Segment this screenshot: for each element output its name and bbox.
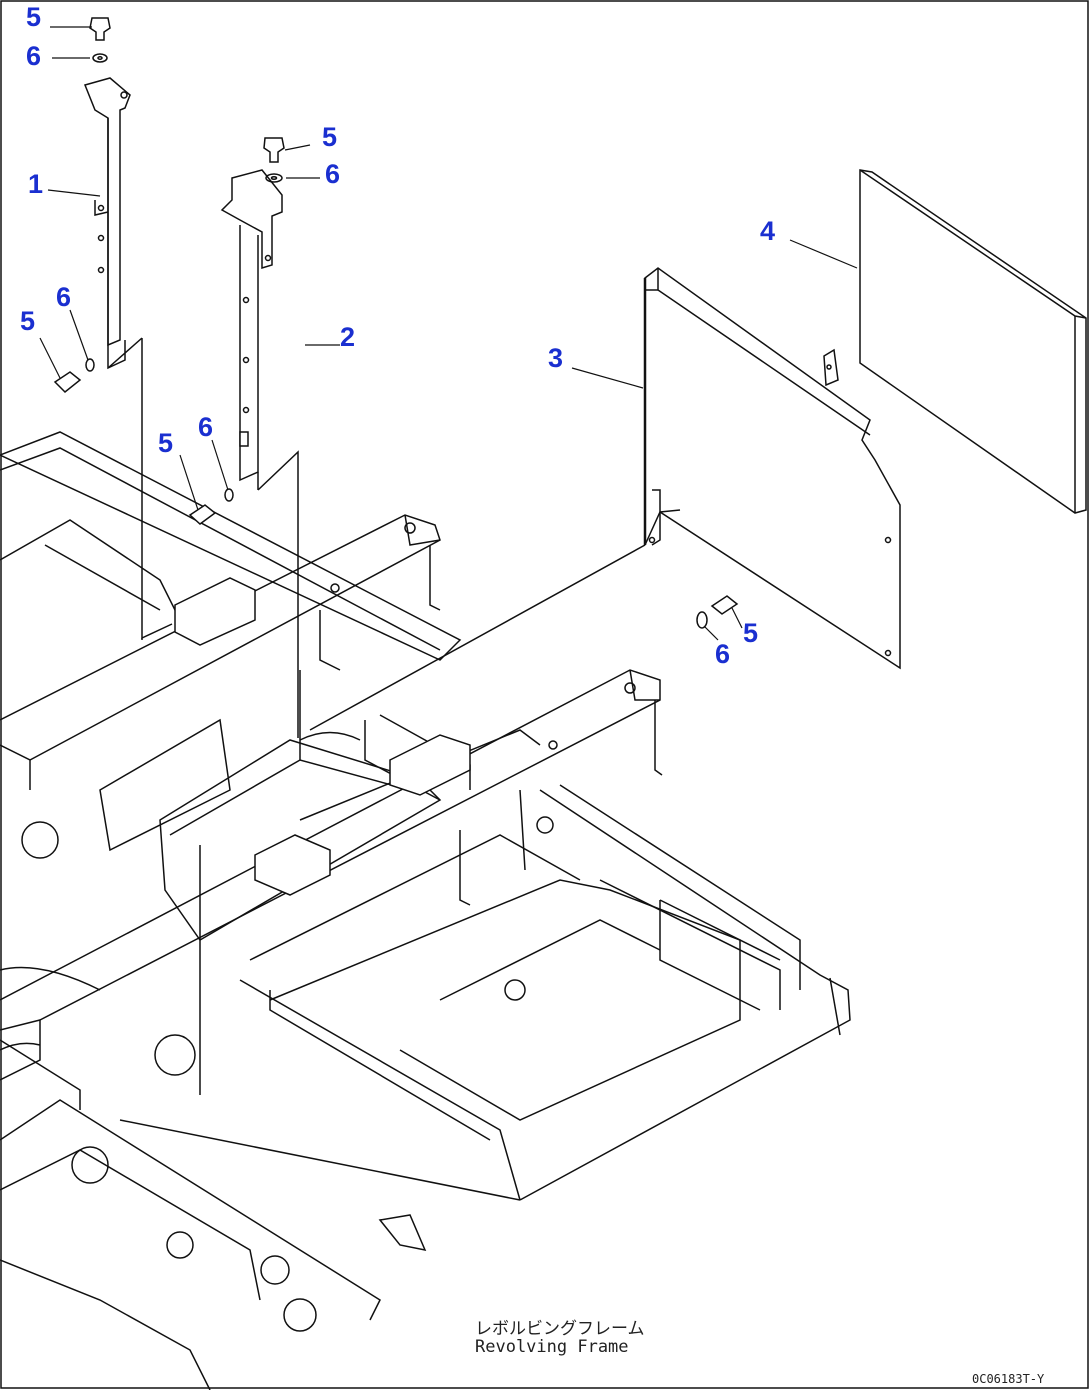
callout-5: 5 (158, 428, 173, 458)
leader-lines (39, 26, 858, 641)
callout-5: 5 (743, 618, 758, 648)
callout-labels: 5 6 1 5 6 2 5 6 5 6 4 3 5 6 (20, 2, 775, 669)
part-2-cover (220, 169, 299, 738)
frame-caption: レボルビングフレーム Revolving Frame (475, 1319, 645, 1357)
callout-4: 4 (760, 216, 775, 246)
alignment-lines (141, 544, 646, 1095)
part-4-panel (859, 169, 1087, 514)
revolving-frame (0, 431, 851, 1390)
callout-6: 6 (198, 412, 213, 442)
caption-english: Revolving Frame (475, 1337, 629, 1357)
part-1-cover (83, 77, 173, 640)
callout-5: 5 (26, 2, 41, 32)
callout-6: 6 (325, 159, 340, 189)
callout-6: 6 (26, 41, 41, 71)
callout-2: 2 (340, 322, 355, 352)
bolts-and-washers (53, 17, 739, 629)
part-3-panel (643, 267, 901, 670)
callout-6: 6 (56, 282, 71, 312)
callout-5: 5 (20, 306, 35, 336)
callout-5: 5 (322, 122, 337, 152)
callout-6: 6 (715, 639, 730, 669)
drawing-code: 0C06183T-Y (972, 1372, 1045, 1386)
callout-1: 1 (28, 169, 43, 199)
caption-japanese: レボルビングフレーム (475, 1319, 645, 1339)
callout-3: 3 (548, 343, 563, 373)
